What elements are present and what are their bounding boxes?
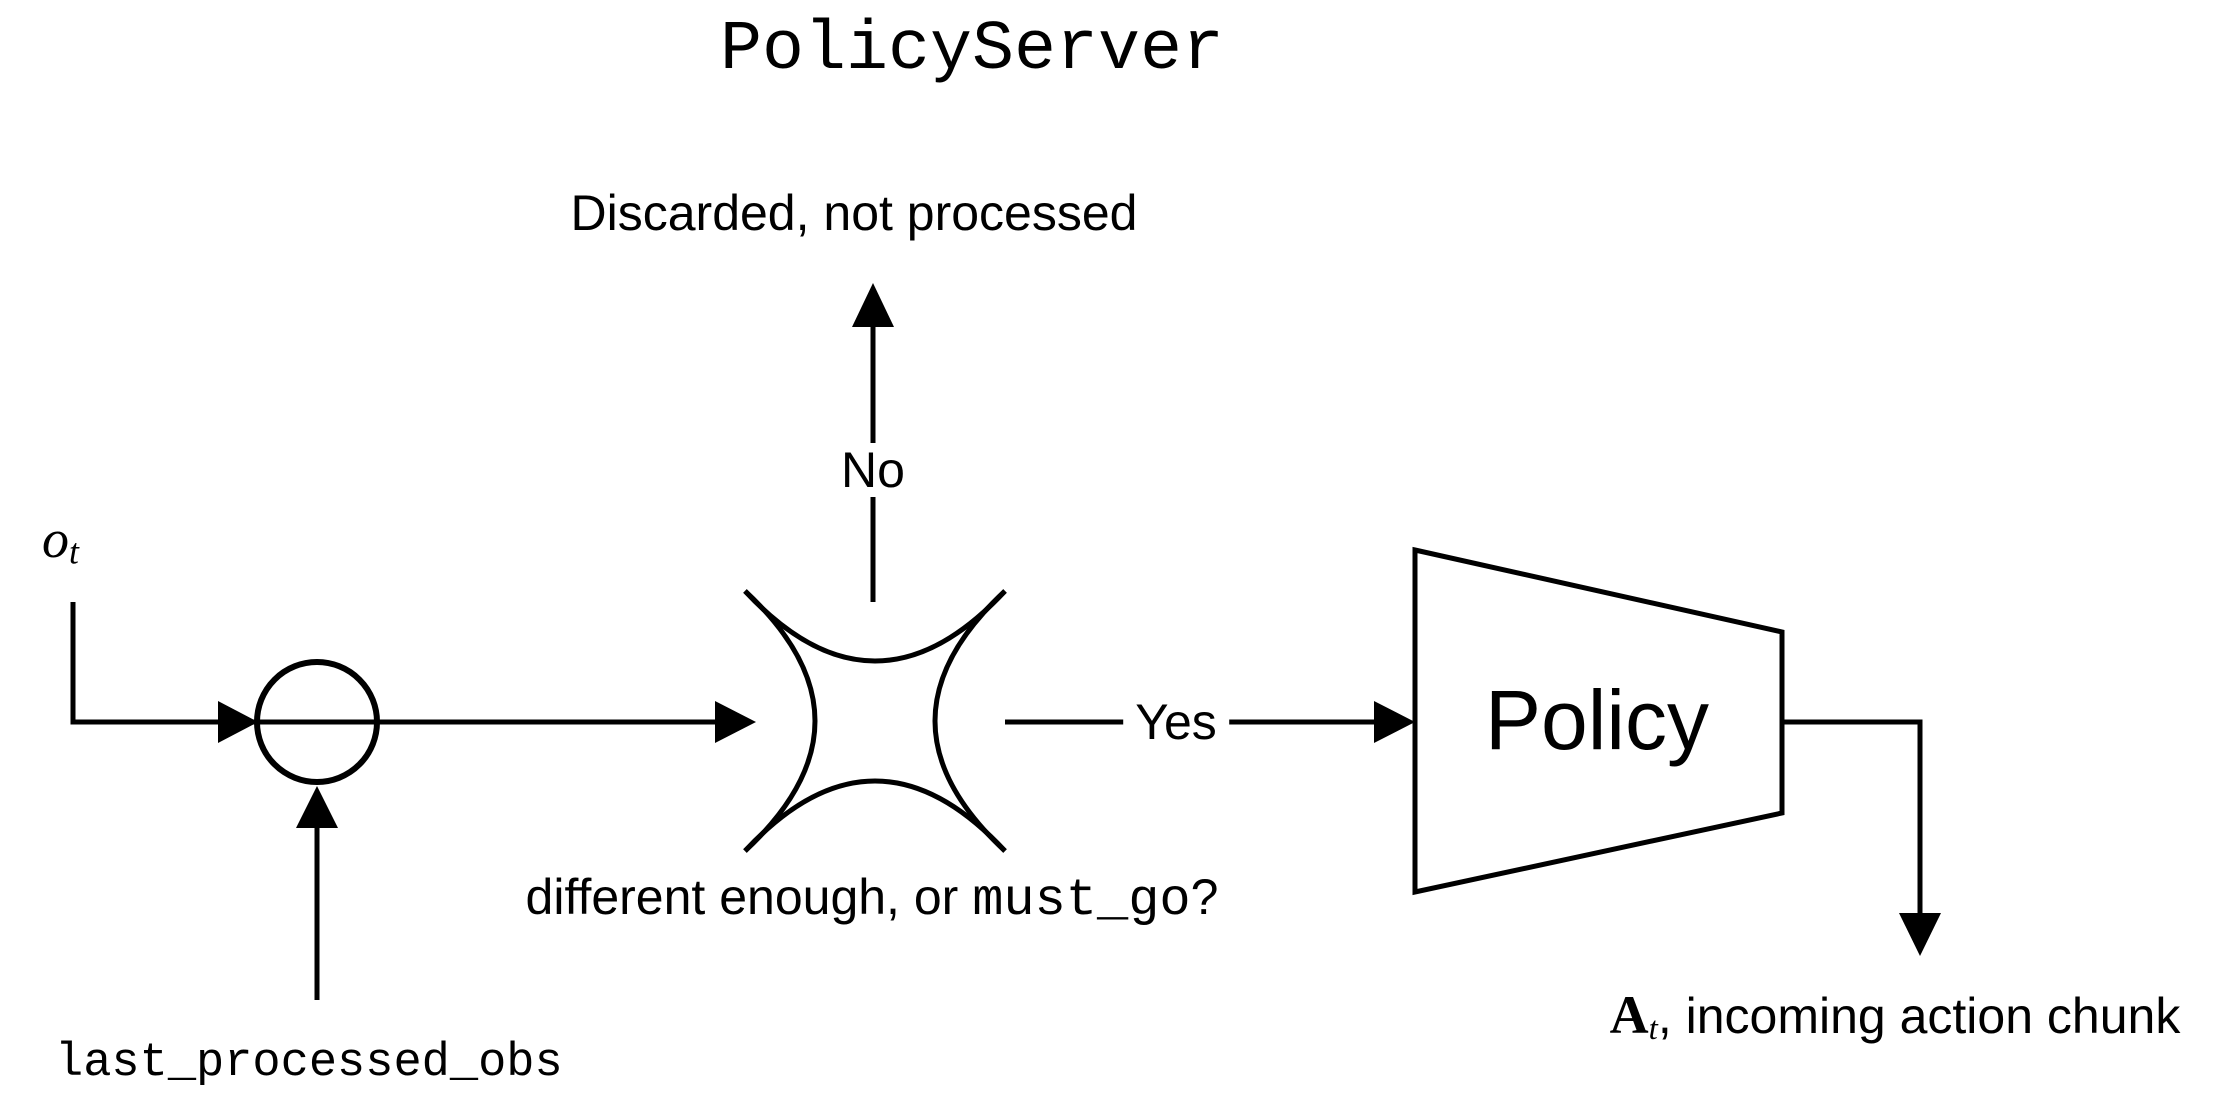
decision-star-right-arc [932,589,1007,853]
decision-question-prefix: different enough, or [525,869,973,925]
arrowhead-into-decision-icon [715,701,756,743]
arrowhead-into-policy-icon [1374,701,1415,743]
decision-question-code: must_go [972,871,1191,930]
arrowhead-into-comparison-icon [218,701,258,743]
observation-symbol: o [42,509,69,569]
discarded-label: Discarded, not processed [570,185,1138,241]
policy-trapezoid-node [1412,546,1785,896]
policy-output-arrow-line [1782,719,1923,913]
action-description: , incoming action chunk [1657,988,2181,1044]
action-chunk-label: At, incoming action chunk [1610,988,2181,1046]
decision-star-bottom-arc [743,778,1007,853]
arrowhead-into-comparison-bottom-icon [296,786,338,828]
policy-node-label: Policy [1484,673,1710,767]
decision-question-label: different enough, or must_go? [526,872,1219,927]
decision-question-suffix: ? [1190,869,1219,925]
action-symbol: A [1609,985,1649,1045]
observation-input-arrow-line [70,602,715,725]
arrowhead-action-output-icon [1899,913,1941,956]
observation-subscript: t [69,531,79,572]
decision-star-top-arc [743,589,1007,664]
no-branch-label: No [831,443,915,497]
decision-star-left-arc [743,589,818,853]
arrowhead-no-branch-icon [852,283,894,327]
yes-branch-label: Yes [1123,695,1229,749]
action-subscript: t [1648,1010,1658,1047]
comparison-circle-node [254,659,380,785]
diagram-title: PolicyServer [719,11,1225,90]
observation-symbol-label: ot [42,512,79,570]
decision-star-node [743,589,1007,853]
last-processed-obs-label: last_processed_obs [55,1037,563,1090]
